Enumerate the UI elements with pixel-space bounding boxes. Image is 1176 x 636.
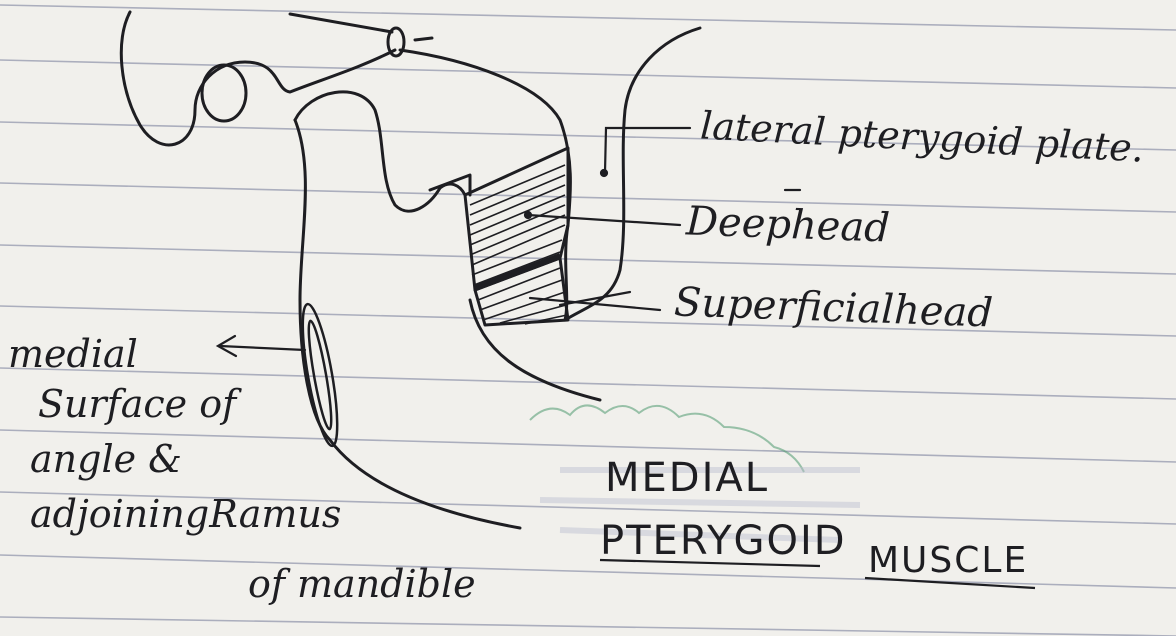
title-line1: MEDIAL — [605, 455, 769, 501]
label-medial-surface-line1: medial — [8, 335, 138, 373]
label-medial-surface-line5: of mandible — [248, 565, 476, 603]
label-deep-head: Deephead — [685, 201, 890, 248]
foramen-tube — [388, 28, 404, 56]
label-superficial-head: Superficialhead — [673, 282, 993, 333]
title-line2: PTERYGOID — [600, 518, 847, 564]
skull-top-line — [290, 14, 392, 32]
orbit-circle — [202, 65, 246, 121]
muscle-diagram — [121, 12, 700, 528]
label-medial-surface-line2: Surface of — [38, 385, 236, 423]
skull-outline — [121, 12, 395, 145]
medial-surface-ellipse — [296, 302, 345, 448]
title-line3: MUSCLE — [868, 540, 1028, 581]
label-medial-surface-line4: adjoiningRamus — [30, 495, 341, 533]
label-medial-surface-line3: angle & — [30, 440, 182, 478]
